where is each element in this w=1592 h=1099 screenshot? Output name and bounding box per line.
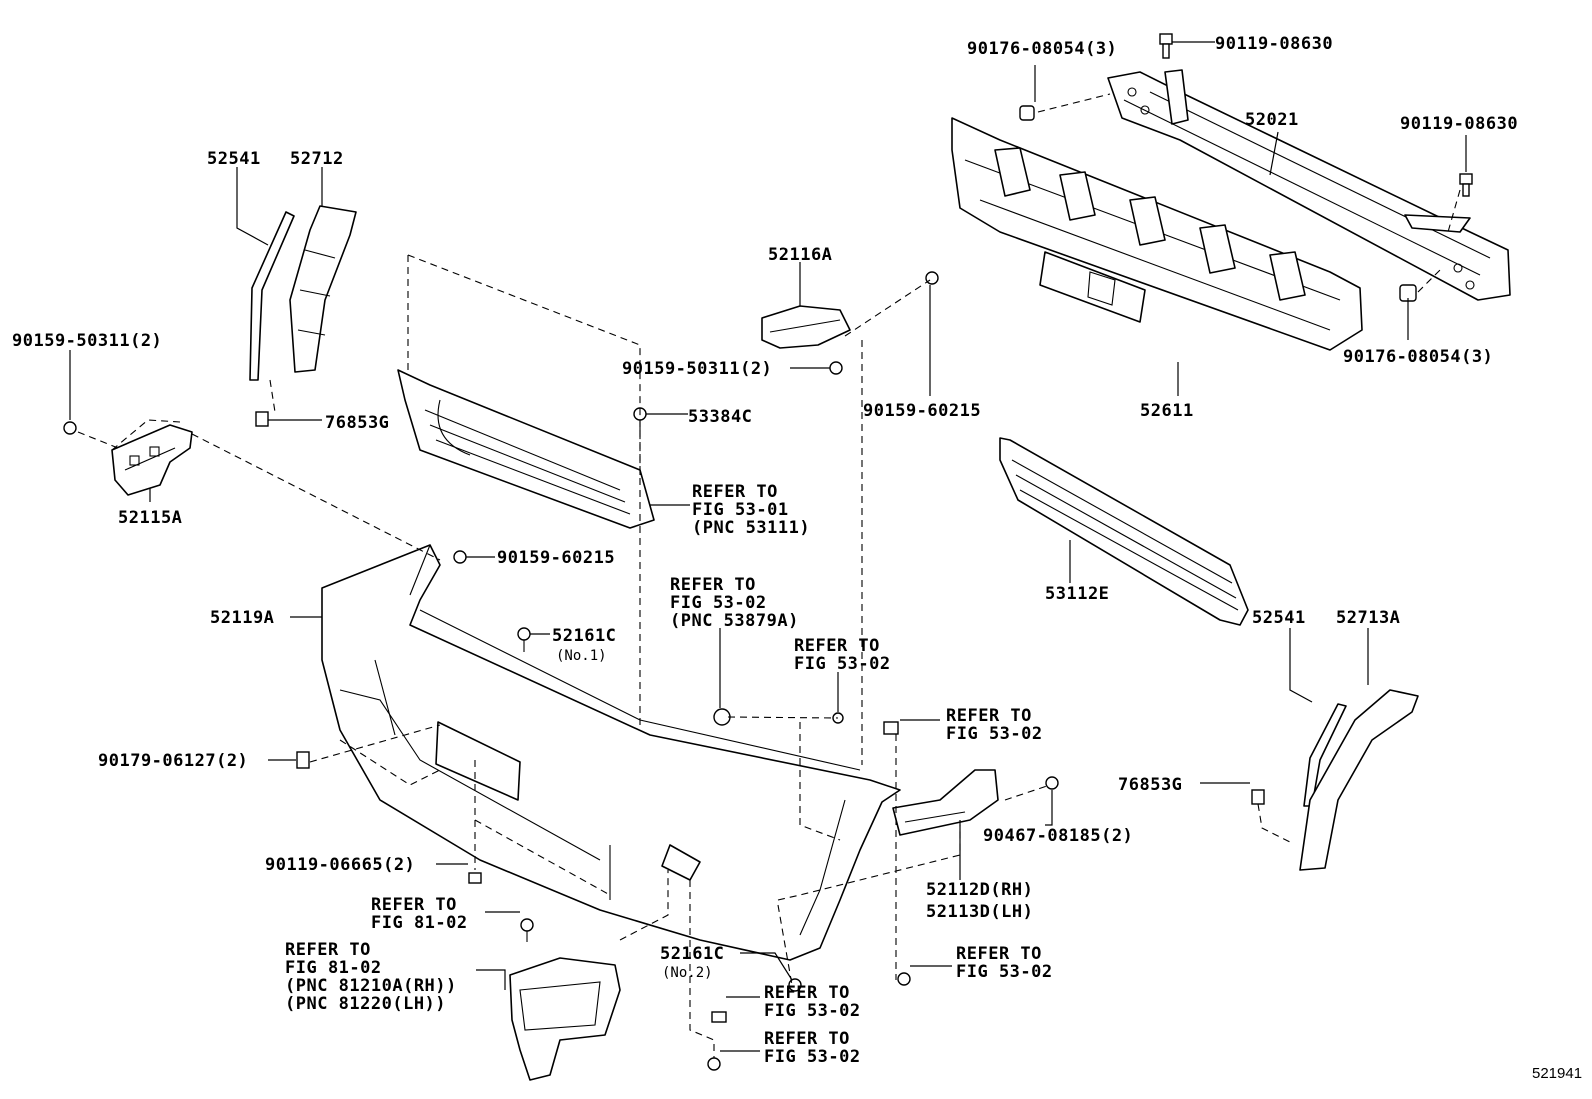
label-52113d: 52113D(LH) — [926, 902, 1033, 922]
label-refer-lamp-line1: REFER TO — [285, 940, 371, 960]
label-refer-lamp-line2: FIG 81-02 — [285, 958, 382, 978]
label-52541-left: 52541 — [207, 149, 261, 169]
label-refer-53-02-low2-line1: REFER TO — [764, 1029, 850, 1049]
label-52161c-no1-sub: (No.1) — [556, 648, 607, 664]
label-52112d: 52112D(RH) — [926, 880, 1033, 900]
label-refer-53-02-mid-line2: FIG 53-02 — [794, 654, 891, 674]
label-76853g-left: 76853G — [325, 413, 389, 433]
bumper-side-support-52112d — [892, 769, 999, 836]
label-90119-right: 90119-08630 — [1400, 114, 1518, 134]
label-refer-53-02-right-line2: FIG 53-02 — [946, 724, 1043, 744]
label-52021: 52021 — [1245, 110, 1299, 130]
label-90159-left: 90159-50311(2) — [12, 331, 162, 351]
label-refer-53-01-line2: FIG 53-01 — [692, 500, 789, 520]
label-refer-53879-line1: REFER TO — [670, 575, 756, 595]
label-90159-60215-mid: 90159-60215 — [497, 548, 615, 568]
side-molding-right — [1299, 689, 1419, 871]
energy-absorber-52611 — [951, 117, 1363, 351]
label-90176-right: 90176-08054(3) — [1343, 347, 1493, 367]
label-refer-81-02-line2: FIG 81-02 — [371, 913, 468, 933]
label-52541-right: 52541 — [1252, 608, 1306, 628]
label-refer-53879-line3: (PNC 53879A) — [670, 611, 799, 631]
label-refer-81-02-line1: REFER TO — [371, 895, 457, 915]
fog-lamp-cover — [509, 957, 621, 1081]
label-52115a: 52115A — [118, 508, 182, 528]
side-molding-left — [249, 205, 357, 381]
label-refer-53-02-low1-line1: REFER TO — [764, 983, 850, 1003]
label-52611: 52611 — [1140, 401, 1194, 421]
label-refer-53-01-line3: (PNC 53111) — [692, 518, 810, 538]
bumper-bracket-52115a — [111, 424, 193, 496]
label-52119a: 52119A — [210, 608, 274, 628]
label-refer-53-02-br-line2: FIG 53-02 — [956, 962, 1053, 982]
label-refer-53-02-br-line1: REFER TO — [956, 944, 1042, 964]
label-90159-60215-top: 90159-60215 — [863, 401, 981, 421]
label-refer-53-02-low1-line2: FIG 53-02 — [764, 1001, 861, 1021]
label-refer-53879-line2: FIG 53-02 — [670, 593, 767, 613]
label-90159-mid: 90159-50311(2) — [622, 359, 772, 379]
label-52161c-no1: 52161C — [552, 626, 616, 646]
label-90119-06665: 90119-06665(2) — [265, 855, 415, 875]
label-52116a: 52116A — [768, 245, 832, 265]
label-52713a: 52713A — [1336, 608, 1400, 628]
label-90179: 90179-06127(2) — [98, 751, 248, 771]
label-52161c-no2-sub: (No.2) — [662, 965, 713, 981]
label-76853g-right: 76853G — [1118, 775, 1182, 795]
upper-grille — [397, 369, 655, 529]
part-labels: 90176-08054(3) 90119-08630 52021 90119-0… — [12, 34, 1582, 1082]
label-refer-53-01-line1: REFER TO — [692, 482, 778, 502]
label-refer-53-02-mid-line1: REFER TO — [794, 636, 880, 656]
label-refer-53-02-right-line1: REFER TO — [946, 706, 1032, 726]
bumper-reinforcement-52021 — [1107, 69, 1511, 301]
label-90119-top: 90119-08630 — [1215, 34, 1333, 54]
label-52161c-no2: 52161C — [660, 944, 724, 964]
label-refer-53-02-low2-line2: FIG 53-02 — [764, 1047, 861, 1067]
diagram-id: 521941 — [1532, 1065, 1582, 1082]
label-refer-lamp-line3: (PNC 81210A(RH)) — [285, 976, 457, 996]
bumper-bracket-52116a — [761, 305, 851, 349]
label-90467: 90467-08185(2) — [983, 826, 1133, 846]
label-refer-lamp-line4: (PNC 81220(LH)) — [285, 994, 446, 1014]
label-52712: 52712 — [290, 149, 344, 169]
assembly-lines — [77, 93, 1461, 1058]
lower-grille-53112e — [999, 437, 1249, 626]
label-53384c: 53384C — [688, 407, 752, 427]
leader-lines — [69, 41, 1467, 1052]
bumper-cover-52119a — [321, 544, 901, 961]
label-53112e: 53112E — [1045, 584, 1109, 604]
label-90176-top: 90176-08054(3) — [967, 39, 1117, 59]
